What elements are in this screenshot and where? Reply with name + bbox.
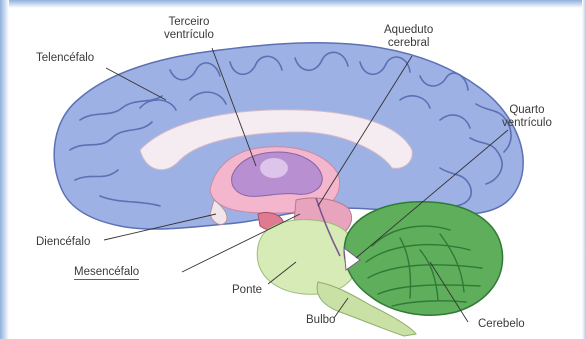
label-aqueduto-cerebral: Aqueduto cerebral <box>384 24 433 50</box>
label-quarto-line1: Quarto <box>502 104 552 117</box>
label-bulbo: Bulbo <box>306 314 335 327</box>
label-terceiro-ventriculo: Terceiro ventrículo <box>164 16 214 42</box>
label-quarto-ventriculo: Quarto ventrículo <box>502 104 552 130</box>
label-aqueduto-line2: cerebral <box>384 37 433 50</box>
label-diencefalo: Diencéfalo <box>36 236 90 249</box>
thalamus-highlight <box>260 158 288 178</box>
label-ponte: Ponte <box>232 284 262 297</box>
label-mesencefalo: Mesencéfalo <box>74 266 139 279</box>
cerebellum <box>344 202 502 315</box>
label-terceiro-line2: ventrículo <box>164 29 214 42</box>
label-telencefalo: Telencéfalo <box>36 52 94 65</box>
label-aqueduto-line1: Aqueduto <box>384 24 433 37</box>
label-quarto-line2: ventrículo <box>502 117 552 130</box>
label-terceiro-line1: Terceiro <box>164 16 214 29</box>
pons <box>257 220 357 295</box>
label-cerebelo: Cerebelo <box>478 318 525 331</box>
label-mesencefalo-text: Mesencéfalo <box>74 266 139 280</box>
